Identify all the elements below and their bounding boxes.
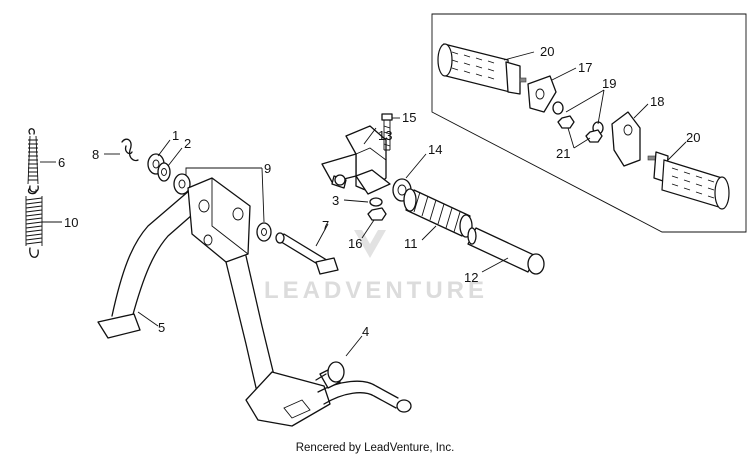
pivot-shaft-7 [275,232,339,275]
washer-9a [173,173,191,195]
credit-line: Rencered by LeadVenture, Inc. [296,442,455,454]
footrest-rubber-11 [403,188,473,238]
bolt-15 [381,113,393,151]
callout-4: 4 [362,324,369,339]
callout-15: 15 [402,110,416,125]
nut-16 [367,207,387,221]
spring-10 [25,187,43,258]
center-stand-5 [97,177,399,427]
footpeg-20-left [437,43,527,95]
leader-lines [40,51,687,357]
bracket-18-hole [623,124,633,136]
callout-17: 17 [578,60,592,75]
stand-bumper-4 [315,361,412,413]
callout-12: 12 [464,270,478,285]
nut-21a [557,115,575,129]
spring-6 [27,128,39,193]
callout-3: 3 [332,193,339,208]
callout-6: 6 [58,155,65,170]
footpeg-inset-frame [431,13,747,233]
callout-21: 21 [556,146,570,161]
footpeg-bracket-18 [611,111,641,167]
footrest-rod-12 [467,227,545,275]
washer-19a [552,101,564,115]
callout-11: 11 [404,236,418,251]
callout-13: 13 [378,128,392,143]
callout-1: 1 [172,128,179,143]
callout-20-left: 20 [540,44,554,59]
callout-20-right: 20 [686,130,700,145]
footpeg-20-right [647,151,730,210]
callout-8: 8 [92,147,99,162]
callout-9: 9 [264,161,271,176]
callout-14: 14 [428,142,442,157]
washer-3 [369,197,383,207]
screw-3 [331,174,347,189]
washer-9b [256,222,272,242]
watermark: LEADVENTURE [264,230,488,304]
footpeg-bracket-17 [527,75,557,113]
nut-21b [585,129,603,143]
split-pin-8 [121,138,139,162]
callout-16: 16 [348,236,362,251]
footrest-bracket-13 [321,125,391,195]
watermark-text: LEADVENTURE [264,277,488,304]
callout-7: 7 [322,218,329,233]
callout-19: 19 [602,76,616,91]
bracket-17-hole [535,88,545,100]
callout-10: 10 [64,215,78,230]
callout-18: 18 [650,94,664,109]
washer-2 [157,162,171,182]
callout-5: 5 [158,320,165,335]
callout-numbers: 1 2 3 4 5 6 7 8 9 10 11 12 13 14 15 16 1… [58,44,700,339]
callout-2: 2 [184,136,191,151]
